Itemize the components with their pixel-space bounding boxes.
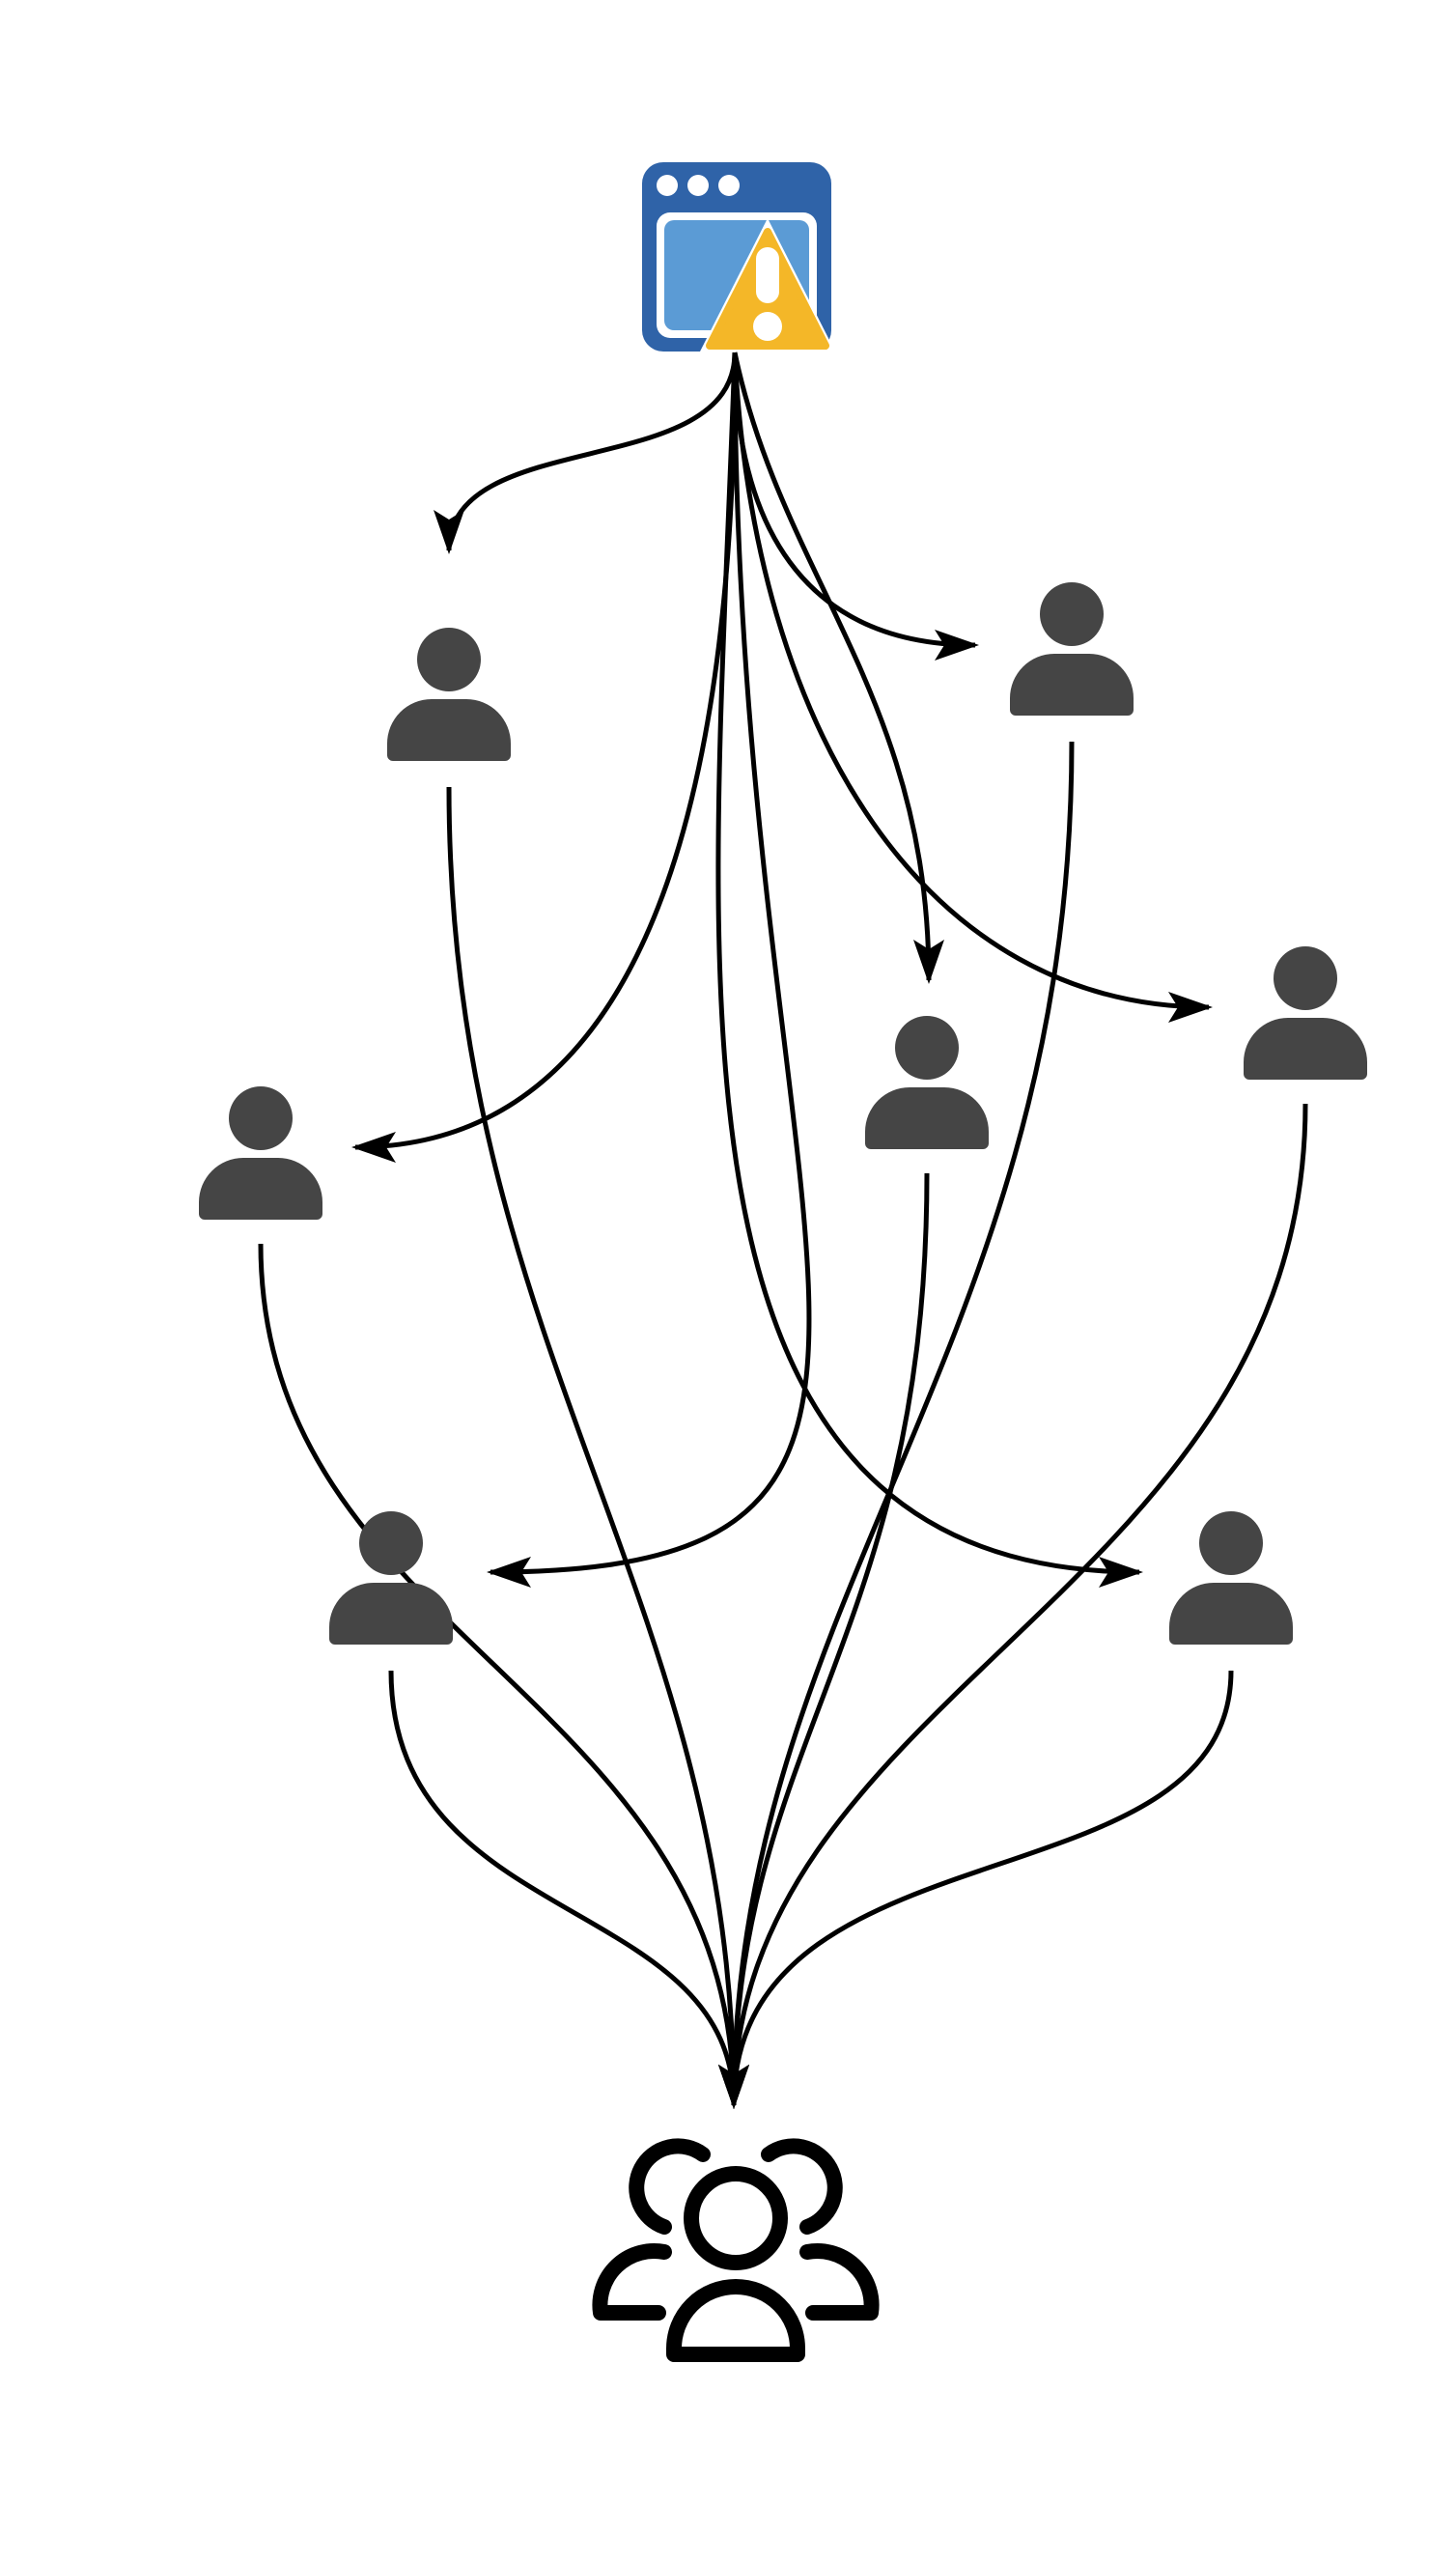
person-node-p6 bbox=[329, 1511, 453, 1645]
person-icon bbox=[1244, 946, 1367, 1080]
person-node-p1 bbox=[387, 628, 511, 761]
person-node-p7 bbox=[1169, 1511, 1293, 1645]
edge-p5-to-group bbox=[718, 1103, 1308, 2109]
person-icon bbox=[1010, 582, 1134, 716]
edge-p7-to-group bbox=[718, 1670, 1234, 2109]
person-icon bbox=[1169, 1511, 1293, 1645]
edge-p3-to-group bbox=[258, 1243, 749, 2109]
person-icon bbox=[329, 1511, 453, 1645]
person-icon bbox=[199, 1086, 322, 1220]
person-node-p3 bbox=[199, 1086, 322, 1220]
edge-p6-to-group bbox=[388, 1670, 749, 2109]
browser-warning-icon bbox=[642, 162, 835, 352]
group-icon bbox=[592, 2138, 880, 2362]
person-icon bbox=[387, 628, 511, 761]
edge-p4-to-group bbox=[718, 1172, 930, 2109]
person-node-p5 bbox=[1244, 946, 1367, 1080]
edge-p2-to-group bbox=[718, 741, 1075, 2109]
edge-source-to-p6 bbox=[487, 352, 812, 1588]
edge-source-to-p7 bbox=[715, 352, 1143, 1588]
edge-source-to-p4 bbox=[732, 352, 944, 984]
person-node-p4 bbox=[865, 1016, 989, 1149]
edge-source-to-p1 bbox=[434, 352, 738, 554]
edges-layer bbox=[258, 352, 1308, 2109]
edge-source-to-p5 bbox=[732, 352, 1213, 1023]
edge-p1-to-group bbox=[446, 786, 749, 2109]
person-node-p2 bbox=[1010, 582, 1134, 716]
person-icon bbox=[865, 1016, 989, 1149]
